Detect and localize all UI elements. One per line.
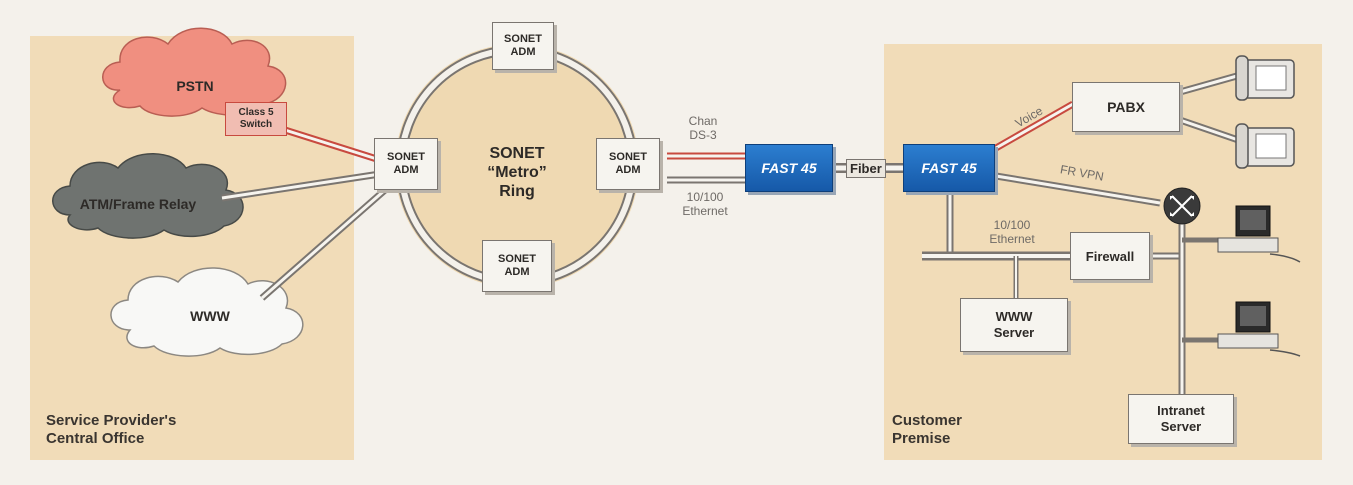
www-server-box: WWW Server [960, 298, 1068, 352]
sonet-adm-top: SONET ADM [492, 22, 554, 70]
chan-ds3-label: Chan DS-3 [688, 114, 718, 142]
sonet-adm-bottom: SONET ADM [482, 240, 552, 292]
pc-icon-bottom [1217, 301, 1279, 349]
www-server-label: WWW Server [993, 309, 1035, 340]
intranet-server-box: Intranet Server [1128, 394, 1234, 444]
fast45-right: FAST 45 [903, 144, 995, 192]
firewall-label: Firewall [1085, 248, 1135, 264]
sonet-adm-right-label: SONET ADM [609, 151, 647, 176]
pstn-cloud [102, 27, 287, 117]
ring-halo [395, 44, 639, 288]
pc-icon-top [1217, 205, 1279, 253]
ring-label: SONET “Metro” Ring [487, 145, 547, 200]
ethernet-right-label: 10/100 Ethernet [989, 218, 1035, 246]
firewall-box: Firewall [1070, 232, 1150, 280]
customer-premise-label: Customer Premise [892, 412, 963, 447]
phone-icon-top [1235, 55, 1295, 101]
phone-icon-bottom [1235, 123, 1295, 169]
pabx-label: PABX [1107, 99, 1145, 115]
atm-frame-relay-label: ATM/Frame Relay [79, 196, 197, 212]
intranet-server-label: Intranet Server [1157, 403, 1205, 434]
sonet-adm-right: SONET ADM [596, 138, 660, 190]
sonet-adm-left-label: SONET ADM [387, 151, 425, 176]
atm-cloud [52, 153, 244, 239]
sonet-adm-left: SONET ADM [374, 138, 438, 190]
pstn-label: PSTN [176, 78, 214, 94]
ethernet-left-label: 10/100 Ethernet [682, 190, 728, 218]
pabx-box: PABX [1072, 82, 1180, 132]
central-office-label: Service Provider's Central Office [46, 412, 177, 447]
fast45-left: FAST 45 [745, 144, 833, 192]
router-icon [1163, 187, 1201, 225]
sonet-adm-bottom-label: SONET ADM [498, 253, 536, 278]
sonet-adm-top-label: SONET ADM [504, 33, 542, 58]
www-label: WWW [190, 308, 230, 324]
class5-switch: Class 5 Switch [225, 102, 287, 136]
fiber-label: Fiber [846, 159, 886, 178]
www-cloud [110, 267, 304, 357]
